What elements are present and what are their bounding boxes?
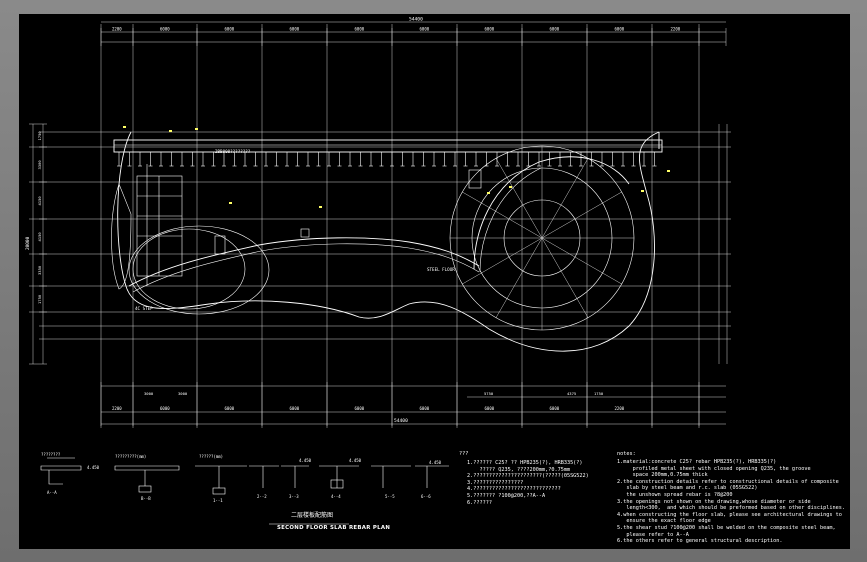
left-dim-2: 4150	[37, 196, 42, 206]
drawing-title-cn: 二层楼板配筋图	[291, 512, 334, 519]
yellow-mark-2	[195, 128, 198, 130]
note-en-line: space 200mm,0.75mm thick	[617, 472, 708, 479]
bottom-dim-3: 6000	[290, 406, 300, 411]
stair-label: STEEL FLOOR	[427, 267, 455, 272]
top-dim-7: 6000	[550, 27, 560, 32]
yellow-mark-8	[667, 170, 670, 172]
bottom-dim-4: 6000	[355, 406, 365, 411]
top-dim-9: 2200	[671, 27, 681, 32]
grid-lines	[39, 24, 731, 426]
note-en-line: ensure the exact floor edge	[617, 518, 711, 525]
section-4-4: 4--4	[331, 494, 341, 499]
note-cn-line: 1.?????? C25? ?? HPB235(?), HRB335(?)	[467, 460, 583, 466]
yellow-mark-0	[123, 126, 126, 128]
note-en-line: 4.when constructing the floor slab, plea…	[617, 511, 842, 518]
section-1-1: 1--1	[213, 498, 223, 503]
bottom-dim-0: 2200	[112, 406, 122, 411]
bottom-dim-5: 6000	[420, 406, 430, 411]
bottom-dim-2: 6000	[225, 406, 235, 411]
yellow-mark-3	[229, 202, 232, 204]
top-dim-4: 6000	[355, 27, 365, 32]
slab-outline	[111, 131, 660, 352]
bottom-mid-dim-1: 3000	[178, 391, 188, 396]
note-en-line: 6.the others refer to general structural…	[617, 538, 783, 545]
left-dim-0: 1750	[37, 131, 42, 141]
note-en-line: 3.the openings not shown on the drawing,…	[617, 498, 811, 505]
left-dim-4: 3350	[37, 265, 42, 275]
yellow-mark-6	[509, 186, 512, 188]
right-dimension-group	[718, 124, 728, 364]
yellow-mark-5	[487, 192, 490, 194]
note-cn-line: 3.????????????????	[467, 479, 524, 486]
detail-8-elev: 4.450	[429, 460, 442, 465]
top-dim-0: 2200	[112, 27, 122, 32]
top-dimension-group: 54400 2200 6000 6000 6000 6000 6000 6000 6000 60…	[100, 17, 727, 46]
bottom-dim-8: 2200	[615, 406, 625, 411]
notes-en-header: notes:	[617, 451, 636, 457]
bottom-dim-7: 6000	[550, 406, 560, 411]
top-dim-5: 6000	[420, 27, 430, 32]
detail-3-label: ??????(mm)	[199, 454, 223, 459]
top-dim-6: 6000	[485, 27, 495, 32]
top-dim-3: 6000	[290, 27, 300, 32]
step-label: 4C STEP	[135, 306, 153, 311]
section-b-b: B--B	[141, 496, 151, 501]
section-details: ???????? 4.450 A--A ?????????(mm) B--B ?…	[40, 452, 449, 503]
top-dim-8: 6000	[615, 27, 625, 32]
left-dim-1: 3300	[37, 160, 42, 170]
note-cn-line: 6.??????	[467, 499, 492, 506]
top-dim-2: 6000	[225, 27, 235, 32]
detail-a-label: ????????	[41, 452, 61, 457]
bottom-mid-dim-0: 3000	[144, 391, 154, 396]
notes-en: 1.material:concrete C25? rebar HPB235(?)…	[617, 459, 845, 545]
yellow-mark-7	[641, 190, 644, 192]
drawing-sheet: 54400 2200 6000 6000 6000 6000 6000 6000 6000 60…	[19, 14, 850, 549]
note-en-line: 2.the construction details refer to cons…	[617, 478, 839, 485]
detail-b-label: ?????????(mm)	[115, 454, 146, 459]
note-cn-line: ????? Q235, ????200mm,?0.75mm	[467, 466, 571, 473]
notes-cn-header: ???	[459, 451, 469, 457]
slab-rebar-label: 2BB000????????	[215, 149, 251, 154]
detail-5-elev: 4.450	[299, 458, 312, 463]
detail-6-elev: 4.450	[349, 458, 362, 463]
left-dimension-group: 20000 1750 3300 4150 4150 3350 1750	[25, 123, 47, 365]
bottom-dimension-group: 54400 2200 6000 6000 6000 6000 6000 6000 6000 22…	[100, 382, 726, 428]
left-total-dimension: 20000	[25, 236, 31, 250]
left-dim-5: 1750	[37, 294, 42, 304]
detail-a-elev: 4.450	[87, 465, 100, 470]
bottom-dim-6: 6000	[485, 406, 495, 411]
bottom-mid-dim-3: 4375	[567, 391, 576, 396]
section-6-6: 6--6	[421, 494, 431, 499]
notes-cn: 1.?????? C25? ?? HPB235(?), HRB335(?) ??…	[467, 460, 589, 506]
left-dim-3: 4150	[37, 232, 42, 242]
note-cn-line: 4.????????????????????????????	[467, 486, 561, 493]
note-en-line: 5.the shear stud ?100@200 shall be welde…	[617, 524, 836, 531]
note-en-line: 1.material:concrete C25? rebar HPB235(?)…	[617, 459, 777, 465]
yellow-mark-1	[169, 130, 172, 132]
left-beam-details	[136, 164, 482, 286]
total-length-top: 54400	[409, 17, 423, 23]
section-2-2: 2--2	[257, 494, 267, 499]
top-dim-1: 6000	[160, 27, 170, 32]
note-en-line: profiled metal sheet with closed opening…	[617, 465, 811, 472]
note-cn-line: 5.??????? ?100@200,??A--A	[467, 492, 546, 499]
section-3-3: 3--3	[289, 494, 299, 499]
bottom-mid-dim-2: 5750	[484, 391, 494, 396]
section-a-a: A--A	[47, 490, 57, 495]
yellow-mark-4	[319, 206, 322, 208]
note-en-line: length<300, and which should be preforme…	[617, 505, 845, 512]
note-en-line: slab by steel beam and r.c. slab (05SG52…	[617, 485, 758, 492]
floor-plan-drawing: 54400 2200 6000 6000 6000 6000 6000 6000 6000 60…	[25, 17, 731, 525]
bottom-mid-dim-4: 1750	[594, 391, 604, 396]
note-en-line: please refer to A--A	[617, 531, 689, 538]
note-en-line: the unshown spread rebar is ?8@200	[617, 491, 733, 498]
note-cn-line: 2.??????????????????????(?????(05SG522)	[467, 473, 589, 480]
bottom-dim-1: 6000	[160, 406, 170, 411]
drawing-title-en: SECOND FLOOR SLAB REBAR PLAN	[277, 525, 391, 531]
slab-top-edge	[113, 139, 663, 167]
total-length-bottom: 54400	[394, 418, 408, 424]
section-5-5: 5--5	[385, 494, 395, 499]
